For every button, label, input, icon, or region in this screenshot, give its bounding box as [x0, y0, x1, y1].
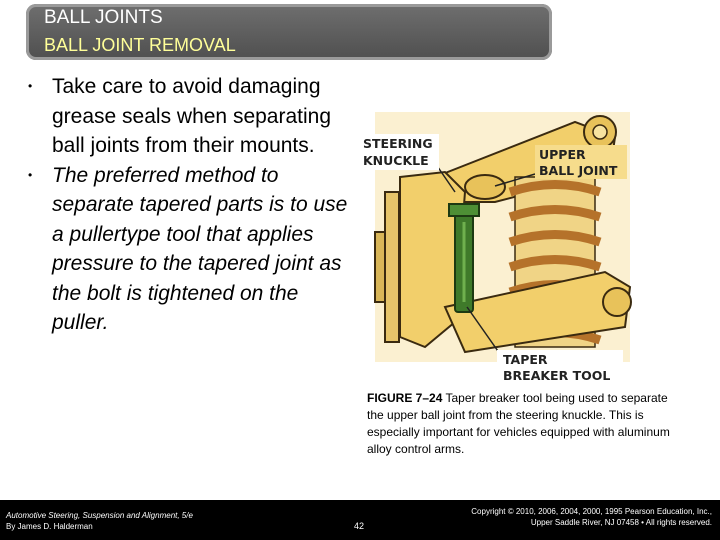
figure-caption-label: FIGURE 7–24	[367, 391, 443, 405]
leader-line-tool	[466, 306, 501, 355]
label-background	[361, 134, 439, 170]
footer-bar: Automotive Steering, Suspension and Alig…	[0, 500, 720, 540]
bullet-dot-icon: •	[28, 79, 33, 93]
upper-ball-joint	[464, 174, 506, 200]
taper-breaker-illustration: STEERING KNUCKLE UPPER BALL JOINT TAPER …	[361, 112, 632, 383]
label-background	[497, 350, 623, 382]
label-taper: TAPER	[503, 352, 548, 367]
hub	[374, 231, 386, 303]
footer-copyright: Copyright © 2010, 2006, 2004, 2000, 1995…	[471, 506, 712, 528]
figure-illustration: STEERING KNUCKLE UPPER BALL JOINT TAPER …	[345, 82, 635, 383]
label-steering: STEERING	[363, 136, 433, 151]
slide-subtitle: BALL JOINT REMOVAL	[44, 35, 236, 55]
copyright-line-2: Upper Saddle River, NJ 07458 • All right…	[530, 518, 712, 527]
page-number: 42	[354, 521, 365, 531]
title-bar	[26, 4, 552, 60]
bullet-text: The preferred method to separate tapered…	[52, 163, 348, 335]
copyright-line-1: Copyright © 2010, 2006, 2004, 2000, 1995…	[471, 507, 712, 516]
figure-caption: FIGURE 7–24 Taper breaker tool being use…	[367, 390, 672, 458]
pivot-bushing-center	[592, 124, 608, 140]
label-ball-joint: BALL JOINT	[539, 163, 618, 178]
bullet-item: • Take care to avoid damaging grease sea…	[28, 72, 348, 161]
label-breaker-tool: BREAKER TOOL	[503, 368, 610, 382]
label-background	[535, 145, 627, 179]
bullet-dot-icon: •	[28, 167, 33, 182]
pivot-bushing-lower	[602, 287, 632, 317]
bullet-item: • The preferred method to separate taper…	[28, 161, 348, 338]
leader-line-ball-joint	[494, 173, 536, 187]
footer-book-title: Automotive Steering, Suspension and Alig…	[6, 511, 193, 520]
bullet-list: • Take care to avoid damaging grease sea…	[28, 72, 348, 338]
footer-book-info: Automotive Steering, Suspension and Alig…	[6, 510, 193, 532]
taper-breaker-tool	[448, 203, 480, 313]
label-knuckle: KNUCKLE	[363, 153, 429, 168]
label-upper: UPPER	[539, 147, 586, 162]
figure-caption-text: Taper breaker tool being used to separat…	[367, 391, 670, 456]
bullet-text: Take care to avoid damaging grease seals…	[52, 75, 332, 157]
brake-rotor	[384, 191, 400, 343]
footer-author: By James D. Halderman	[6, 522, 93, 531]
slide-title: BALL JOINTS	[44, 7, 163, 28]
